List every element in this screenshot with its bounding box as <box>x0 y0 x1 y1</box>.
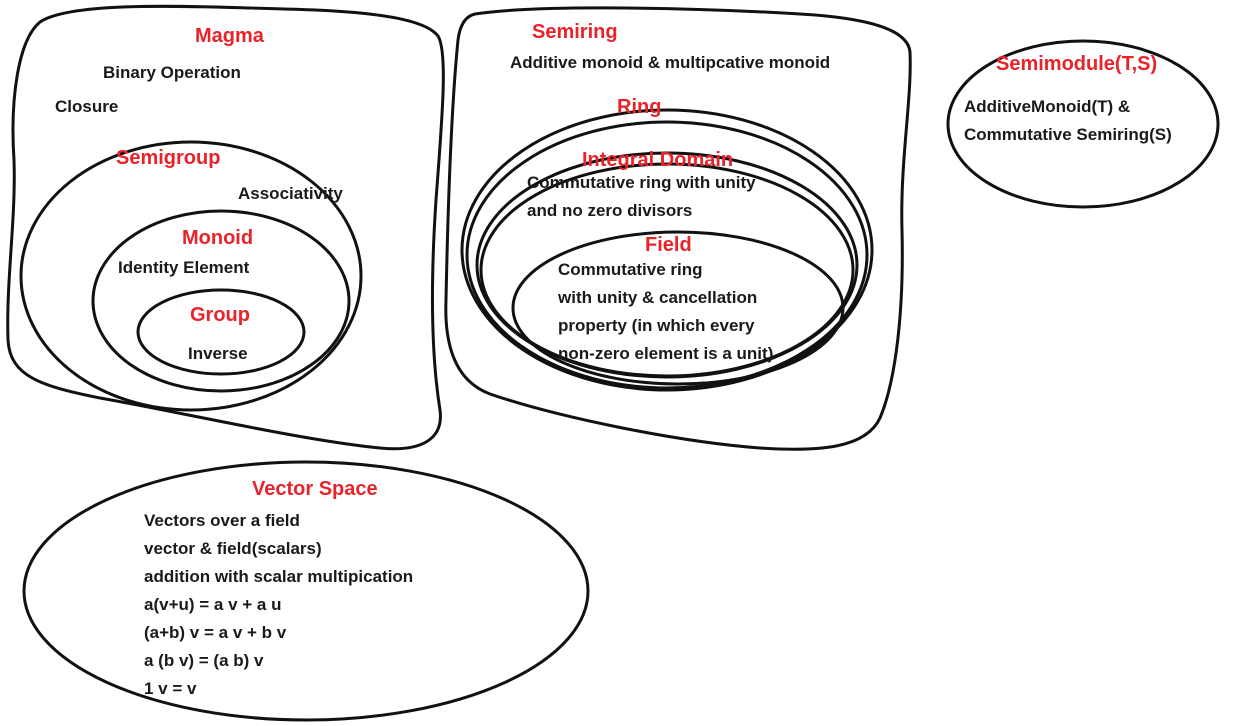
semigroup-region <box>19 140 363 412</box>
vector-space-line: (a+b) v = a v + b v <box>144 623 287 642</box>
vector-space-line: a(v+u) = a v + a u <box>144 595 282 614</box>
integral-domain-title: Integral Domain <box>582 149 734 171</box>
group-inverse: Inverse <box>188 344 248 363</box>
integral-domain-region-inner-stroke <box>479 162 855 378</box>
field-line: non-zero element is a unit) <box>558 344 774 363</box>
semiring-desc: Additive monoid & multipcative monoid <box>510 53 831 72</box>
monoid-region <box>91 209 351 393</box>
magma-region <box>6 4 445 451</box>
integral-domain-line: and no zero divisors <box>527 201 693 220</box>
ring-title: Ring <box>617 96 662 118</box>
semimodule-region <box>946 39 1220 209</box>
integral-domain-line: Commutative ring with unity <box>527 173 756 192</box>
semimodule-line: Commutative Semiring(S) <box>964 125 1172 144</box>
group-title: Group <box>190 304 250 326</box>
semimodule-line: AdditiveMonoid(T) & <box>964 97 1131 116</box>
monoid-identity: Identity Element <box>118 258 250 277</box>
magma-binary-operation: Binary Operation <box>103 63 241 82</box>
monoid-title: Monoid <box>182 227 254 249</box>
field-line: Commutative ring <box>558 260 703 279</box>
field-line: property (in which every <box>558 316 755 335</box>
semimodule-title: Semimodule(T,S) <box>996 53 1158 75</box>
magma-closure: Closure <box>55 97 119 116</box>
vector-space-line: addition with scalar multipication <box>144 567 414 586</box>
semigroup-associativity: Associativity <box>238 184 343 203</box>
vector-space-line: Vectors over a field <box>144 511 300 530</box>
semigroup-title: Semigroup <box>116 147 221 169</box>
field-line: with unity & cancellation <box>558 288 758 307</box>
group-region <box>136 288 306 376</box>
field-title: Field <box>645 234 692 256</box>
ring-region-inner-stroke <box>465 120 869 390</box>
ring-region <box>460 108 874 392</box>
vector-space-line: a (b v) = (a b) v <box>144 651 264 670</box>
vector-space-line: 1 v = v <box>144 679 197 698</box>
field-region <box>511 230 845 386</box>
vector-space-line: vector & field(scalars) <box>144 539 322 558</box>
semiring-region <box>444 6 912 451</box>
vector-space-title: Vector Space <box>252 478 378 500</box>
semiring-title: Semiring <box>532 21 618 43</box>
vector-space-region <box>22 460 590 722</box>
magma-title: Magma <box>195 25 264 47</box>
